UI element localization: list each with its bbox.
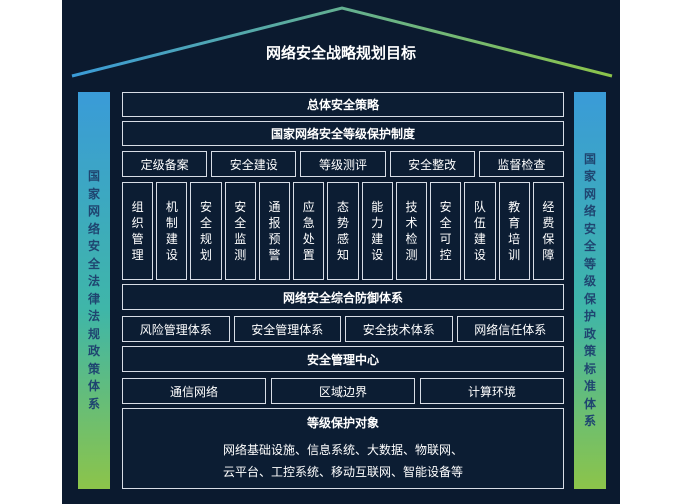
measure-label: 经费保障 xyxy=(542,200,555,262)
measure-label: 安全可控 xyxy=(439,200,452,262)
process-item-4: 安全整改 xyxy=(389,151,475,177)
measure-label: 教育培训 xyxy=(508,200,521,262)
measure-item-5: 通报预警 xyxy=(258,182,291,280)
defense-item-1: 风险管理体系 xyxy=(122,316,230,342)
defense-item-4: 网络信任体系 xyxy=(456,316,564,342)
protected-objects-line-1: 网络基础设施、信息系统、大数据、物联网、 xyxy=(222,443,463,457)
right-pillar: 国家网络安全等级保护政策标准体系 xyxy=(574,92,606,489)
measure-item-2: 机制建设 xyxy=(156,182,188,280)
measure-item-1: 组织管理 xyxy=(122,182,154,280)
measure-item-13: 经费保障 xyxy=(532,182,564,280)
measure-item-10: 安全可控 xyxy=(430,182,462,280)
diagram-title: 网络安全战略规划目标 xyxy=(265,44,416,62)
measure-item-11: 队伍建设 xyxy=(464,182,496,280)
measure-label: 队伍建设 xyxy=(473,200,486,262)
measure-label: 态势感知 xyxy=(336,200,349,262)
overall-strategy-box: 总体安全策略 xyxy=(122,92,564,117)
left-pillar-label: 国家网络安全法律法规政策体系 xyxy=(87,169,100,411)
measure-label: 组织管理 xyxy=(131,200,144,262)
measure-item-6: 应急处置 xyxy=(293,182,325,280)
measure-item-3: 安全规划 xyxy=(190,182,222,280)
infra-item-3: 计算环境 xyxy=(420,378,564,404)
measure-item-12: 教育培训 xyxy=(498,182,530,280)
protected-objects-title: 等级保护对象 xyxy=(306,416,379,430)
process-item-5: 监督检查 xyxy=(478,151,564,177)
defense-system-box: 网络安全综合防御体系 xyxy=(122,284,564,310)
measure-label: 技术检测 xyxy=(405,200,418,262)
process-item-3: 等级测评 xyxy=(300,151,386,177)
defense-item-2: 安全管理体系 xyxy=(233,316,341,342)
process-item-2: 安全建设 xyxy=(211,151,297,177)
measure-item-8: 能力建设 xyxy=(361,182,393,280)
defense-item-3: 安全技术体系 xyxy=(345,316,453,342)
measure-label: 应急处置 xyxy=(302,200,315,262)
measure-label: 通报预警 xyxy=(268,200,281,262)
process-item-1: 定级备案 xyxy=(122,151,208,177)
measure-item-9: 技术检测 xyxy=(395,182,428,280)
management-center-box: 安全管理中心 xyxy=(122,346,564,372)
measure-item-4: 安全监测 xyxy=(224,182,256,280)
measure-label: 安全规划 xyxy=(200,200,213,262)
right-pillar-label: 国家网络安全等级保护政策标准体系 xyxy=(583,151,596,429)
measure-label: 安全监测 xyxy=(234,200,247,262)
measure-label: 机制建设 xyxy=(165,200,178,262)
left-pillar: 国家网络安全法律法规政策体系 xyxy=(78,92,110,489)
protected-objects-box: 等级保护对象 网络基础设施、信息系统、大数据、物联网、 云平台、工控系统、移动互… xyxy=(122,408,564,489)
protection-system-box: 国家网络安全等级保护制度 xyxy=(122,121,564,146)
measure-label: 能力建设 xyxy=(371,200,384,262)
protected-objects-line-2: 云平台、工控系统、移动互联网、智能设备等 xyxy=(222,465,463,479)
measure-item-7: 态势感知 xyxy=(327,182,359,280)
infra-item-1: 通信网络 xyxy=(122,378,266,404)
infra-item-2: 区域边界 xyxy=(271,378,415,404)
